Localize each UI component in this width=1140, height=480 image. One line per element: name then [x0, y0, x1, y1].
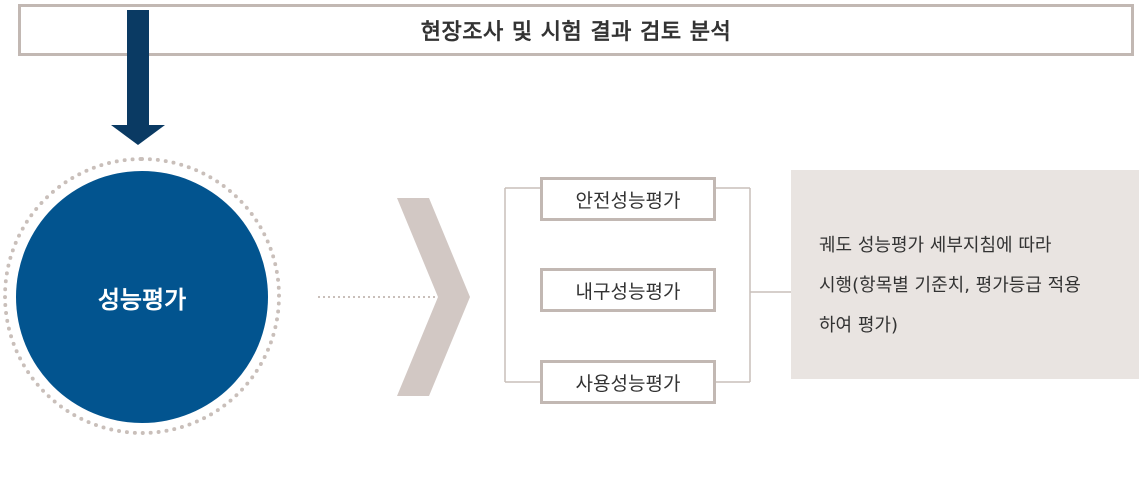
analysis-header-box: 현장조사 및 시험 결과 검토 분석 [18, 4, 1134, 56]
chevron-right-icon [397, 198, 470, 396]
description-line-3: 하여 평가) [819, 315, 898, 336]
down-arrow-icon [111, 0, 165, 145]
main-node-circle: 성능평가 [16, 171, 268, 423]
analysis-header-title: 현장조사 및 시험 결과 검토 분석 [420, 20, 732, 45]
sub-item-durability-box: 내구성능평가 [540, 268, 716, 312]
sub-item-safety-label: 안전성능평가 [575, 189, 681, 212]
sub-item-serviceability-label: 사용성능평가 [575, 372, 681, 395]
sub-item-serviceability-box: 사용성능평가 [540, 360, 716, 404]
description-line-1: 궤도 성능평가 세부지침에 따라 [819, 235, 1052, 256]
description-line-2: 시행(항목별 기준치, 평가등급 적용 [819, 275, 1081, 296]
sub-item-durability-label: 내구성능평가 [575, 280, 681, 303]
main-node-dotted-ring [3, 157, 281, 435]
sub-item-safety-box: 안전성능평가 [540, 177, 716, 221]
main-node-label: 성능평가 [97, 285, 187, 314]
description-box: 궤도 성능평가 세부지침에 따라 시행(항목별 기준치, 평가등급 적용 하여 … [791, 170, 1139, 379]
